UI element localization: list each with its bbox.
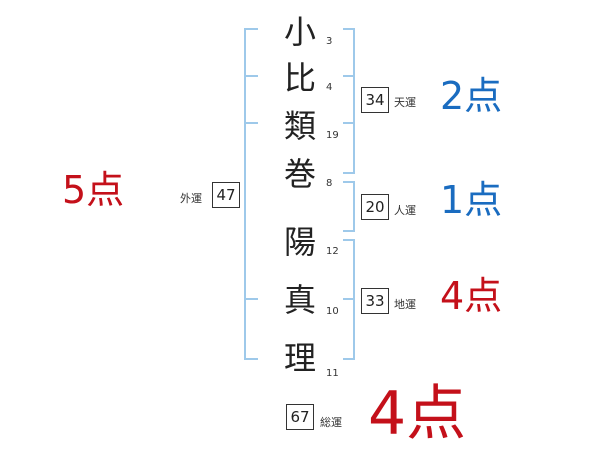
- stroke-count: 3: [326, 36, 333, 47]
- jinkaku-value: 20: [361, 194, 389, 220]
- chikaku-value: 33: [361, 288, 389, 314]
- chikaku-label: 地運: [394, 298, 416, 311]
- name-char: 比: [283, 59, 316, 97]
- name-char: 小: [283, 13, 316, 51]
- bracket-tick: [343, 122, 355, 124]
- bracket-tick: [343, 75, 355, 77]
- gaikaku-label: 外運: [180, 192, 202, 205]
- gaikaku-value: 47: [212, 182, 240, 208]
- stroke-count: 4: [326, 82, 333, 93]
- tenkaku-score: 2点: [440, 74, 503, 118]
- jinkaku-label: 人運: [394, 204, 416, 217]
- bracket-tick: [246, 122, 258, 124]
- bracket-tick: [343, 298, 355, 300]
- bracket-tick: [246, 75, 258, 77]
- stroke-count: 10: [326, 306, 339, 317]
- jinkaku-bracket: [343, 181, 355, 232]
- soukaku-value: 67: [286, 404, 314, 430]
- stroke-count: 11: [326, 368, 339, 379]
- bracket-tick: [246, 298, 258, 300]
- name-char: 陽: [283, 223, 316, 261]
- tenkaku-value: 34: [361, 87, 389, 113]
- tenkaku-bracket: [343, 28, 355, 174]
- name-char: 類: [283, 107, 316, 145]
- soukaku-score: 4点: [368, 379, 467, 449]
- name-char: 理: [283, 339, 316, 377]
- soukaku-label: 総運: [320, 416, 342, 429]
- stroke-count: 19: [326, 130, 339, 141]
- stroke-count: 12: [326, 246, 339, 257]
- gaikaku-bracket: [244, 28, 258, 360]
- tenkaku-label: 天運: [394, 96, 416, 109]
- gaikaku-score: 5点: [62, 168, 125, 212]
- stroke-count: 8: [326, 178, 333, 189]
- name-char: 真: [283, 281, 316, 319]
- chikaku-score: 4点: [440, 274, 503, 318]
- name-char: 巻: [283, 155, 316, 193]
- jinkaku-score: 1点: [440, 178, 503, 222]
